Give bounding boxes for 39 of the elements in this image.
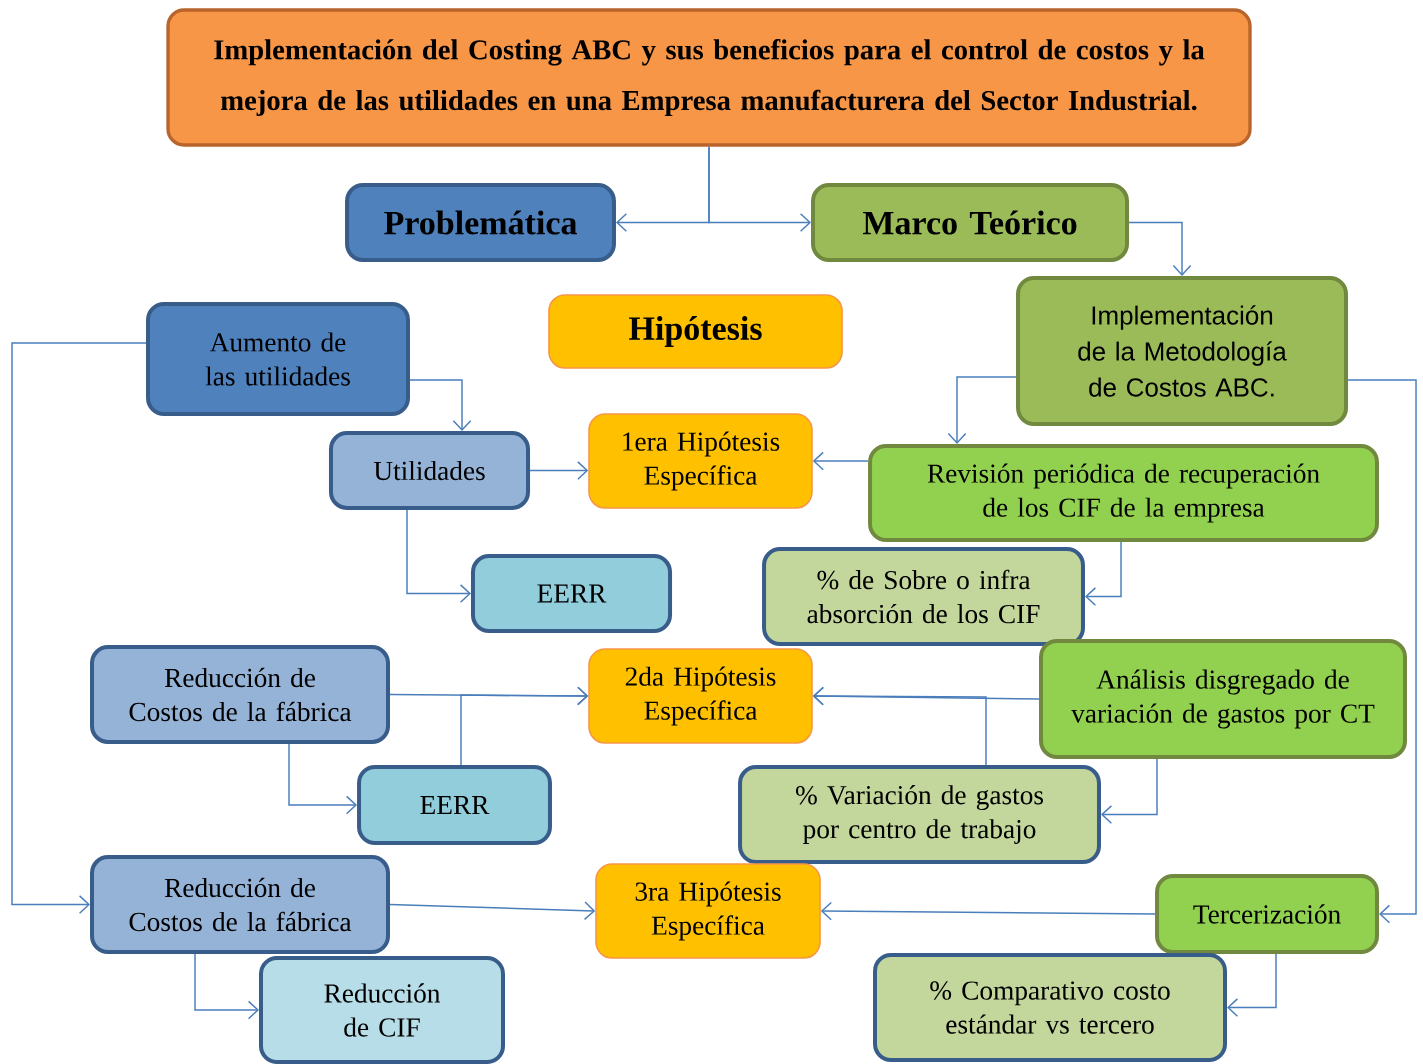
process-box: Análisis disgregado de variación de gastos por CT xyxy=(1039,639,1407,759)
arrow xyxy=(406,509,471,603)
arrow xyxy=(529,461,589,480)
arrow xyxy=(812,451,869,471)
hypothesis-box: 3ra Hipótesis Específica xyxy=(595,863,821,959)
process-box: EERR xyxy=(357,765,552,845)
arrow xyxy=(812,686,987,766)
arrow xyxy=(389,901,596,921)
process-box: % Comparativo costo estándar vs tercero xyxy=(873,953,1227,1063)
process-box: % Variación de gastos por centro de trabajo xyxy=(738,765,1101,864)
process-box: % de Sobre o infra absorción de los CIF xyxy=(762,547,1085,646)
arrow xyxy=(460,686,589,766)
arrow xyxy=(11,342,147,914)
hypothesis-box: 1era Hipótesis Específica xyxy=(588,413,813,509)
arrow xyxy=(1128,221,1192,276)
arrow xyxy=(1101,758,1158,824)
arrow xyxy=(1227,953,1277,1017)
arrow xyxy=(194,953,259,1020)
process-box: Tercerización xyxy=(1155,874,1379,954)
hypothesis-box: 2da Hipótesis Específica xyxy=(588,648,813,744)
heading-box: Marco Teórico xyxy=(811,183,1129,262)
arrow xyxy=(409,379,472,432)
arrow xyxy=(947,376,1017,444)
process-box: Revisión periódica de recuperación de los CIF de la empresa xyxy=(868,444,1379,542)
arrow xyxy=(1347,379,1417,924)
process-box: Aumento de las utilidades xyxy=(146,302,410,416)
arrow xyxy=(1085,541,1122,606)
process-box: EERR xyxy=(471,554,673,633)
title-box: Implementación del Costing ABC y sus beneficios para el control de costos y la mejora de las utilidades en una Empresa manufacturera del Sector Industrial. xyxy=(166,8,1252,147)
process-box: Reducción de Costos de la fábrica xyxy=(90,855,390,954)
process-box: Utilidades xyxy=(328,431,531,510)
arrow xyxy=(288,743,358,815)
arrow xyxy=(820,901,1156,921)
process-box: Reducción de CIF xyxy=(259,956,505,1064)
process-box: Reducción de Costos de la fábrica xyxy=(90,645,390,744)
heading-box: Problemática xyxy=(345,183,616,262)
arrow xyxy=(708,145,811,232)
hypothesis-box: Hipótesis xyxy=(548,294,843,369)
process-box: Implementación de la Metodología de Costos ABC. xyxy=(1016,276,1348,426)
